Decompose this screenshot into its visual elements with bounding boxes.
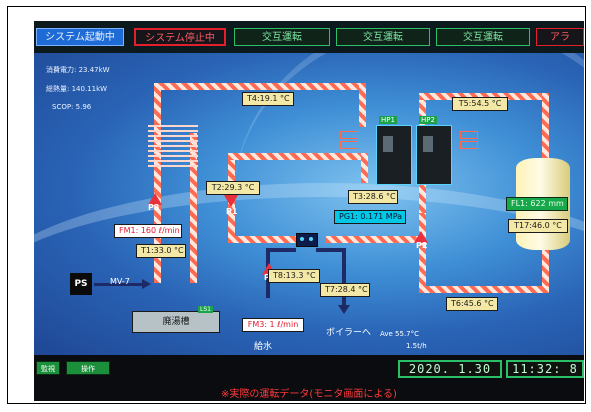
average-temp-label: Ave 55.7°C [380, 330, 420, 338]
flow-rate-label: 1.5t/h [406, 342, 427, 350]
tag-t6: T6:45.6 °C [446, 297, 498, 311]
pipe-left-inner [190, 133, 197, 283]
pump-p2-icon[interactable] [414, 231, 428, 243]
waste-water-tank[interactable]: 廃湯槽 [132, 311, 220, 333]
heat-pump-1[interactable]: HP1 [376, 116, 412, 185]
to-boiler-label: ボイラーへ [326, 328, 372, 338]
top-tab-bar: システム起動中 システム停止中 交互運転 交互運転 交互運転 アラ [34, 21, 584, 53]
tag-t7: T7:28.4 °C [320, 283, 370, 297]
hp2-label: HP2 [419, 116, 437, 124]
tab-system-running[interactable]: システム起動中 [36, 28, 124, 46]
tag-t8: T8:13.3 °C [268, 269, 320, 283]
tag-t5: T5:54.5 °C [452, 97, 508, 111]
pump-p3-label: P3 [148, 203, 160, 212]
pipe-center-top [228, 153, 368, 160]
document-frame: システム起動中 システム停止中 交互運転 交互運転 交互運転 アラ 消費電力: … [7, 6, 586, 404]
process-diagram: 消費電力: 23.47kW 総熱量: 140.11kW SCOP: 5.96 [34, 53, 584, 355]
mixing-valve [296, 233, 318, 247]
tab-alternate-2[interactable]: 交互運転 [336, 28, 430, 46]
pipe-mixer-right [326, 236, 426, 243]
tab-alternate-1[interactable]: 交互運転 [234, 28, 330, 46]
tag-fm3: FM3: 1 ℓ/min [242, 318, 304, 332]
power-consumption: 消費電力: 23.47kW [46, 66, 110, 74]
monitor-screen: システム起動中 システム停止中 交互運転 交互運転 交互運転 アラ 消費電力: … [34, 21, 584, 401]
time-display: 11:32: 8 [506, 360, 584, 378]
hp2-window [423, 136, 433, 152]
tab-alternate-3[interactable]: 交互運転 [436, 28, 530, 46]
boiler-arrow-icon [338, 305, 350, 314]
supply-water-label: 給水 [254, 342, 273, 352]
mv7-arrow-icon [142, 279, 151, 289]
total-heat: 総熱量: 140.11kW [46, 85, 108, 93]
sensor-box [460, 131, 478, 139]
pipe-right-bottom [419, 286, 549, 293]
pipe-supply-to-mixer [266, 248, 296, 252]
sensor-box [460, 141, 478, 149]
hp1-window [383, 136, 393, 152]
date-display: 2020. 1.30 [398, 360, 502, 378]
pipe-ps-mv7 [94, 283, 144, 286]
pipe-right-return [419, 213, 426, 293]
pump-p1-icon[interactable] [224, 195, 238, 207]
pipe-center-bottom [228, 236, 298, 243]
heat-pump-2[interactable]: HP2 [416, 116, 452, 185]
pipe-center-hp [361, 153, 368, 183]
pipe-to-boiler [342, 248, 346, 308]
tag-t4: T4:19.1 °C [242, 92, 294, 106]
tag-fl1: FL1: 622 mm [506, 197, 568, 211]
pump-p2-label: P2 [416, 241, 428, 250]
pressure-switch-ps[interactable]: PS [70, 273, 92, 295]
tag-t1: T1:33.0 °C [136, 244, 186, 258]
pump-p1-label: P1 [226, 207, 238, 216]
pump-p3-icon[interactable] [148, 193, 162, 205]
mv7-label: MV-7 [110, 277, 130, 286]
pipe-left-vertical [154, 83, 161, 283]
tab-alarm[interactable]: アラ [536, 28, 584, 46]
tag-t17: T17:46.0 °C [508, 219, 568, 233]
operate-button[interactable]: 操作 [66, 361, 110, 375]
tab-system-stopped[interactable]: システム停止中 [134, 28, 226, 46]
pipe-right-top [419, 93, 549, 100]
pipe-top-drop [359, 83, 366, 127]
tag-t3: T3:28.6 °C [348, 190, 398, 204]
bottom-bar: 監視 操作 2020. 1.30 11:32: 8 ※実際の運転データ(モニタ画… [34, 355, 584, 401]
tag-pg1: PG1: 0.171 MPa [334, 210, 406, 224]
pipe-top-left [154, 83, 366, 90]
tag-fm1: FM1: 160 ℓ/min [114, 224, 182, 238]
sensor-box [340, 141, 358, 149]
caption-note: ※実際の運転データ(モニタ画面による) [221, 389, 397, 400]
monitor-button[interactable]: 監視 [36, 361, 60, 375]
pipe-mixer-to-boiler [316, 248, 346, 252]
tag-t2: T2:29.3 °C [206, 181, 260, 195]
scop-value: SCOP: 5.96 [52, 103, 92, 111]
heat-exchanger-coil [148, 123, 198, 167]
sensor-box [340, 131, 358, 139]
hp1-label: HP1 [379, 116, 397, 124]
level-switch-ls1: LS1 [198, 306, 213, 313]
